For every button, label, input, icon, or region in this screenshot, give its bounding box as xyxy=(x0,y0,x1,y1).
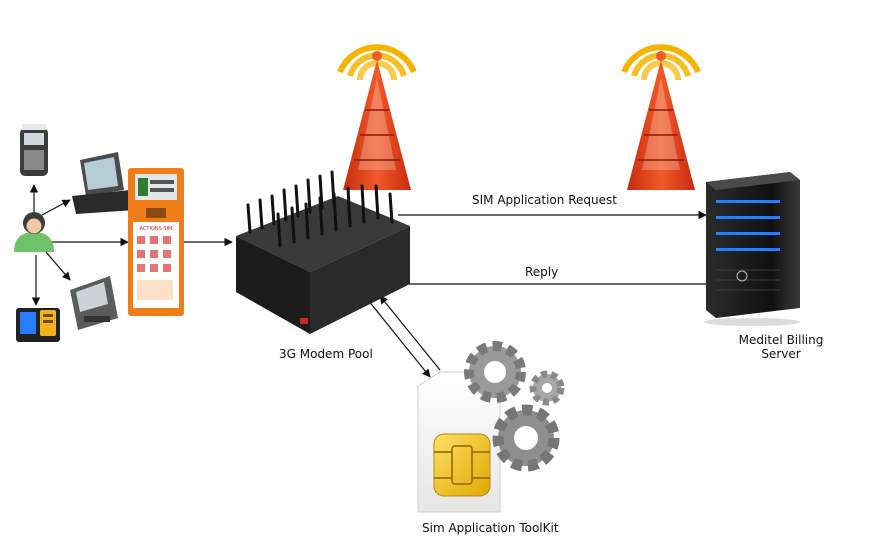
kiosk-screen-text: ACTIONS SIM xyxy=(140,226,173,232)
cell-tower-icon xyxy=(337,44,417,190)
pos-register-icon xyxy=(72,152,136,214)
sim-card-icon xyxy=(417,371,501,513)
reply-label: Reply xyxy=(525,265,559,279)
sim-toolkit-label: Sim Application ToolKit xyxy=(422,521,559,535)
atm-icon xyxy=(70,276,118,330)
modem-pool-label: 3G Modem Pool xyxy=(279,347,373,361)
modem-pool-icon xyxy=(236,170,410,334)
pos-terminal-icon xyxy=(20,124,48,176)
gears-icon xyxy=(464,341,565,472)
cell-tower-icon xyxy=(621,44,701,190)
billing-server-label: Meditel Billing Server xyxy=(726,333,836,361)
mobile-wallet-icon xyxy=(16,308,60,342)
connector-arrows xyxy=(29,184,707,378)
billing-server-label-line1: Meditel Billing xyxy=(738,333,824,347)
sim-request-label: SIM Application Request xyxy=(472,193,617,207)
billing-server-label-line2: Server xyxy=(761,347,801,361)
user-icon xyxy=(14,212,54,252)
server-icon xyxy=(704,172,800,326)
kiosk-icon: ACTIONS SIM xyxy=(128,168,184,316)
